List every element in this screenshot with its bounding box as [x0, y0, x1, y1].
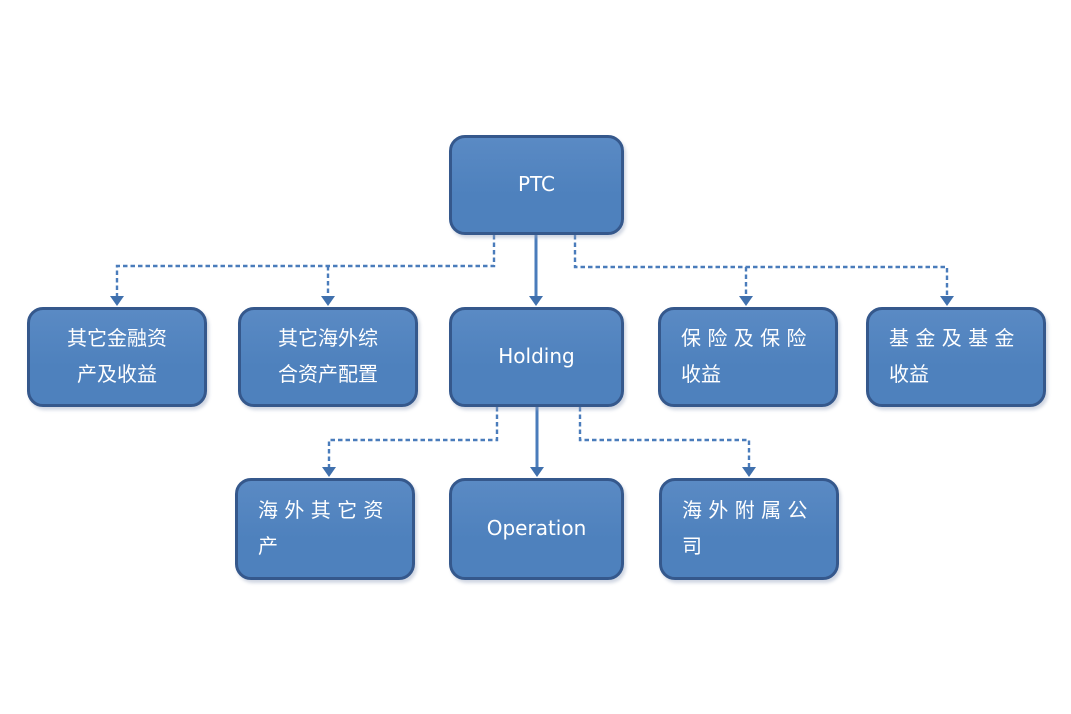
- arrowhead-operation: [530, 467, 544, 477]
- arrowhead-overseas-other-assets: [322, 467, 336, 477]
- arrowhead-other-overseas-allocation: [321, 296, 335, 306]
- arrowhead-holding: [529, 296, 543, 306]
- edge-ptc-to-other-financial-assets: [115, 235, 496, 297]
- node-fund-income[interactable]: 基 金 及 基 金 收益: [866, 307, 1046, 407]
- edge-ptc-to-fund-income: [573, 235, 949, 297]
- edge-holding-to-overseas-other-assets: [327, 407, 499, 468]
- node-other-overseas-allocation[interactable]: 其它海外综 合资产配置: [238, 307, 418, 407]
- edge-holding-to-overseas-subsidiaries: [578, 407, 751, 468]
- arrowhead-overseas-subsidiaries: [742, 467, 756, 477]
- node-other-financial-assets[interactable]: 其它金融资 产及收益: [27, 307, 207, 407]
- node-overseas-subsidiaries[interactable]: 海 外 附 属 公 司: [659, 478, 839, 580]
- node-operation[interactable]: Operation: [449, 478, 624, 580]
- arrowhead-other-financial-assets: [110, 296, 124, 306]
- arrowhead-fund-income: [940, 296, 954, 306]
- node-insurance-income[interactable]: 保 险 及 保 险 收益: [658, 307, 838, 407]
- node-holding[interactable]: Holding: [449, 307, 624, 407]
- arrowhead-insurance-income: [739, 296, 753, 306]
- node-overseas-other-assets[interactable]: 海 外 其 它 资 产: [235, 478, 415, 580]
- node-ptc[interactable]: PTC: [449, 135, 624, 235]
